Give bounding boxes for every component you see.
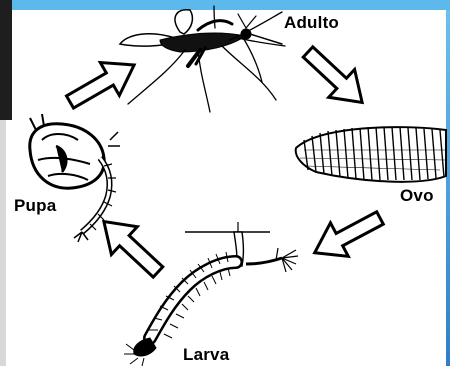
adult-mosquito-illustration	[120, 6, 285, 112]
arrow-egg-to-larva	[306, 201, 389, 269]
arrow-adult-to-egg	[295, 38, 375, 116]
arrow-pupa-to-adult	[61, 49, 144, 119]
label-larva: Larva	[183, 345, 229, 365]
label-pupa: Pupa	[14, 196, 56, 216]
egg-raft-illustration	[296, 127, 446, 182]
label-egg: Ovo	[400, 186, 434, 206]
label-adult: Adulto	[284, 13, 339, 33]
